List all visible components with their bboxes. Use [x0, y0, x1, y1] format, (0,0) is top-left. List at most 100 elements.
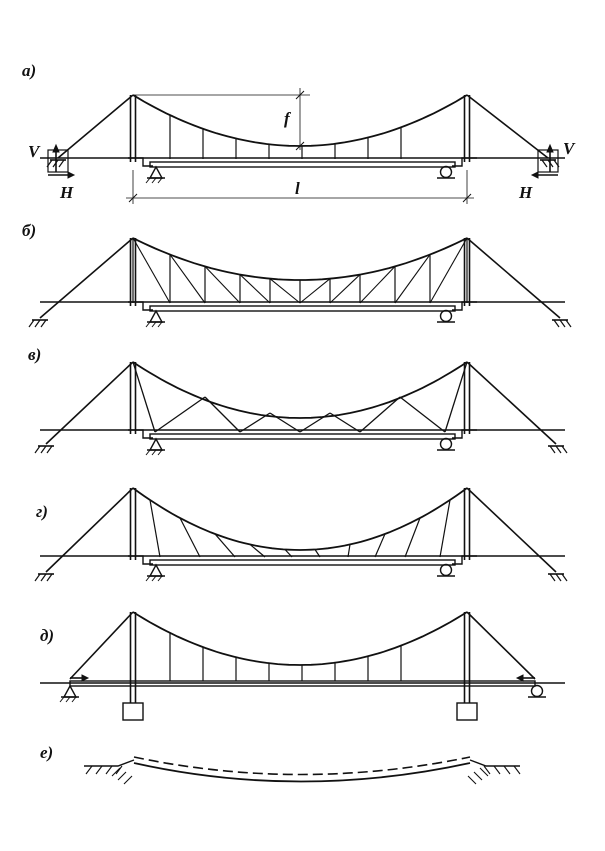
e-bank-hatch-right	[473, 771, 483, 781]
panel-label-g: г)	[36, 502, 48, 521]
d-backstay-left	[69, 611, 134, 680]
g-pin-support-tick	[151, 575, 157, 582]
b-pin-support-tick	[151, 321, 157, 328]
v-deck	[149, 433, 456, 440]
b-pin-support-tick	[157, 321, 163, 328]
b-diagonal	[299, 278, 331, 304]
b-diagonal	[204, 266, 241, 304]
d-pier-right	[456, 702, 478, 721]
v-truss-web	[204, 396, 241, 433]
v-anchor-left-tick	[46, 445, 53, 454]
b-anchor-right-tick	[553, 319, 560, 328]
panel-label-a: а)	[22, 61, 37, 80]
e-bank-hatch-right	[479, 767, 489, 777]
g-inclined-hanger	[249, 543, 266, 558]
v-truss-web	[239, 412, 271, 433]
v-truss-web	[329, 412, 361, 433]
e-bank-hatch-right	[513, 765, 521, 775]
e-bank-hatch-left	[123, 775, 133, 785]
d-pin-support-tick	[65, 696, 71, 703]
g-main-cable	[132, 487, 468, 551]
g-inclined-hanger	[374, 533, 386, 558]
reaction-h-right: H	[519, 183, 533, 202]
b-backstay-left	[39, 237, 134, 319]
b-diagonal	[169, 254, 206, 304]
v-pin-support-tick	[145, 449, 151, 456]
v-abutment-left	[128, 429, 153, 439]
g-backstay-right	[466, 487, 557, 573]
a-deck	[149, 161, 456, 168]
d-roller-support	[530, 684, 544, 698]
reaction-h-left: H	[60, 183, 74, 202]
d-pin-support-tick	[59, 696, 65, 703]
b-anchor-left-tick	[34, 319, 41, 328]
a-abutment-left	[128, 157, 153, 167]
e-bank-right	[469, 759, 520, 767]
v-truss-web	[299, 412, 331, 433]
b-abutment-left	[128, 301, 153, 311]
e-bank-hatch-right	[483, 765, 491, 775]
g-inclined-hanger	[214, 533, 236, 558]
g-pin-support-tick	[145, 575, 151, 582]
d-thrust-head-left	[81, 674, 90, 682]
reaction-v-left: V	[28, 142, 40, 161]
panel-label-b: б)	[22, 221, 37, 240]
b-pin-support	[148, 309, 164, 323]
v-abutment-right	[452, 429, 477, 439]
a-reaction-v-head-right	[546, 143, 554, 153]
d-pier-left	[122, 702, 144, 721]
g-pin-support-tick	[157, 575, 163, 582]
a-pin-support	[148, 165, 164, 179]
v-main-cable	[132, 361, 468, 419]
panel-label-d: д)	[40, 626, 55, 645]
a-reaction-h-head-right	[530, 171, 539, 179]
b-diagonal	[239, 274, 271, 304]
b-anchor-left-tick	[40, 319, 47, 328]
e-bank-hatch-left	[85, 765, 93, 775]
a-anchor-left-tick	[58, 159, 65, 168]
b-diagonal	[269, 278, 301, 304]
g-anchor-right-tick	[555, 573, 562, 582]
e-bank-hatch-left	[117, 771, 127, 781]
b-diagonal	[394, 254, 431, 304]
v-pin-support-tick	[151, 449, 157, 456]
e-bank-left	[84, 759, 135, 767]
d-pin-support	[62, 684, 78, 698]
e-bank-hatch-left	[115, 765, 123, 775]
v-roller-support	[439, 437, 453, 451]
a-pin-support-tick	[145, 177, 151, 184]
v-truss-web	[399, 396, 446, 433]
reaction-v-right: V	[563, 139, 575, 158]
v-pin-support	[148, 437, 164, 451]
g-anchor-right-tick	[561, 573, 568, 582]
g-anchor-left-tick	[40, 573, 47, 582]
a-dim-l-tick-left	[128, 193, 138, 203]
b-diagonal	[429, 237, 468, 304]
b-anchor-left-tick	[28, 319, 35, 328]
b-diagonal	[359, 266, 396, 304]
b-deck	[149, 305, 456, 312]
d-pin-support-tick	[71, 696, 77, 703]
span-label: l	[295, 179, 300, 198]
v-anchor-right-tick	[555, 445, 562, 454]
sag-label: f	[284, 109, 290, 128]
v-backstay-left	[45, 361, 134, 445]
b-abutment-right	[452, 301, 477, 311]
v-truss-web	[359, 396, 401, 433]
v-pin-support-tick	[157, 449, 163, 456]
d-thrust-head-right	[515, 674, 524, 682]
g-abutment-right	[452, 555, 477, 565]
d-backstay-right	[466, 611, 536, 680]
g-inclined-hanger	[439, 499, 451, 558]
a-dim-f-tick-bottom	[295, 141, 305, 151]
a-reaction-h-head-left	[67, 171, 76, 179]
panel-label-v: в)	[28, 345, 42, 364]
g-anchor-right-tick	[549, 573, 556, 582]
b-diagonal	[329, 274, 361, 304]
a-anchor-right-tick	[541, 159, 548, 168]
e-bank-hatch-left	[111, 767, 121, 777]
g-inclined-hanger	[314, 549, 321, 558]
v-backstay-right	[466, 361, 557, 445]
